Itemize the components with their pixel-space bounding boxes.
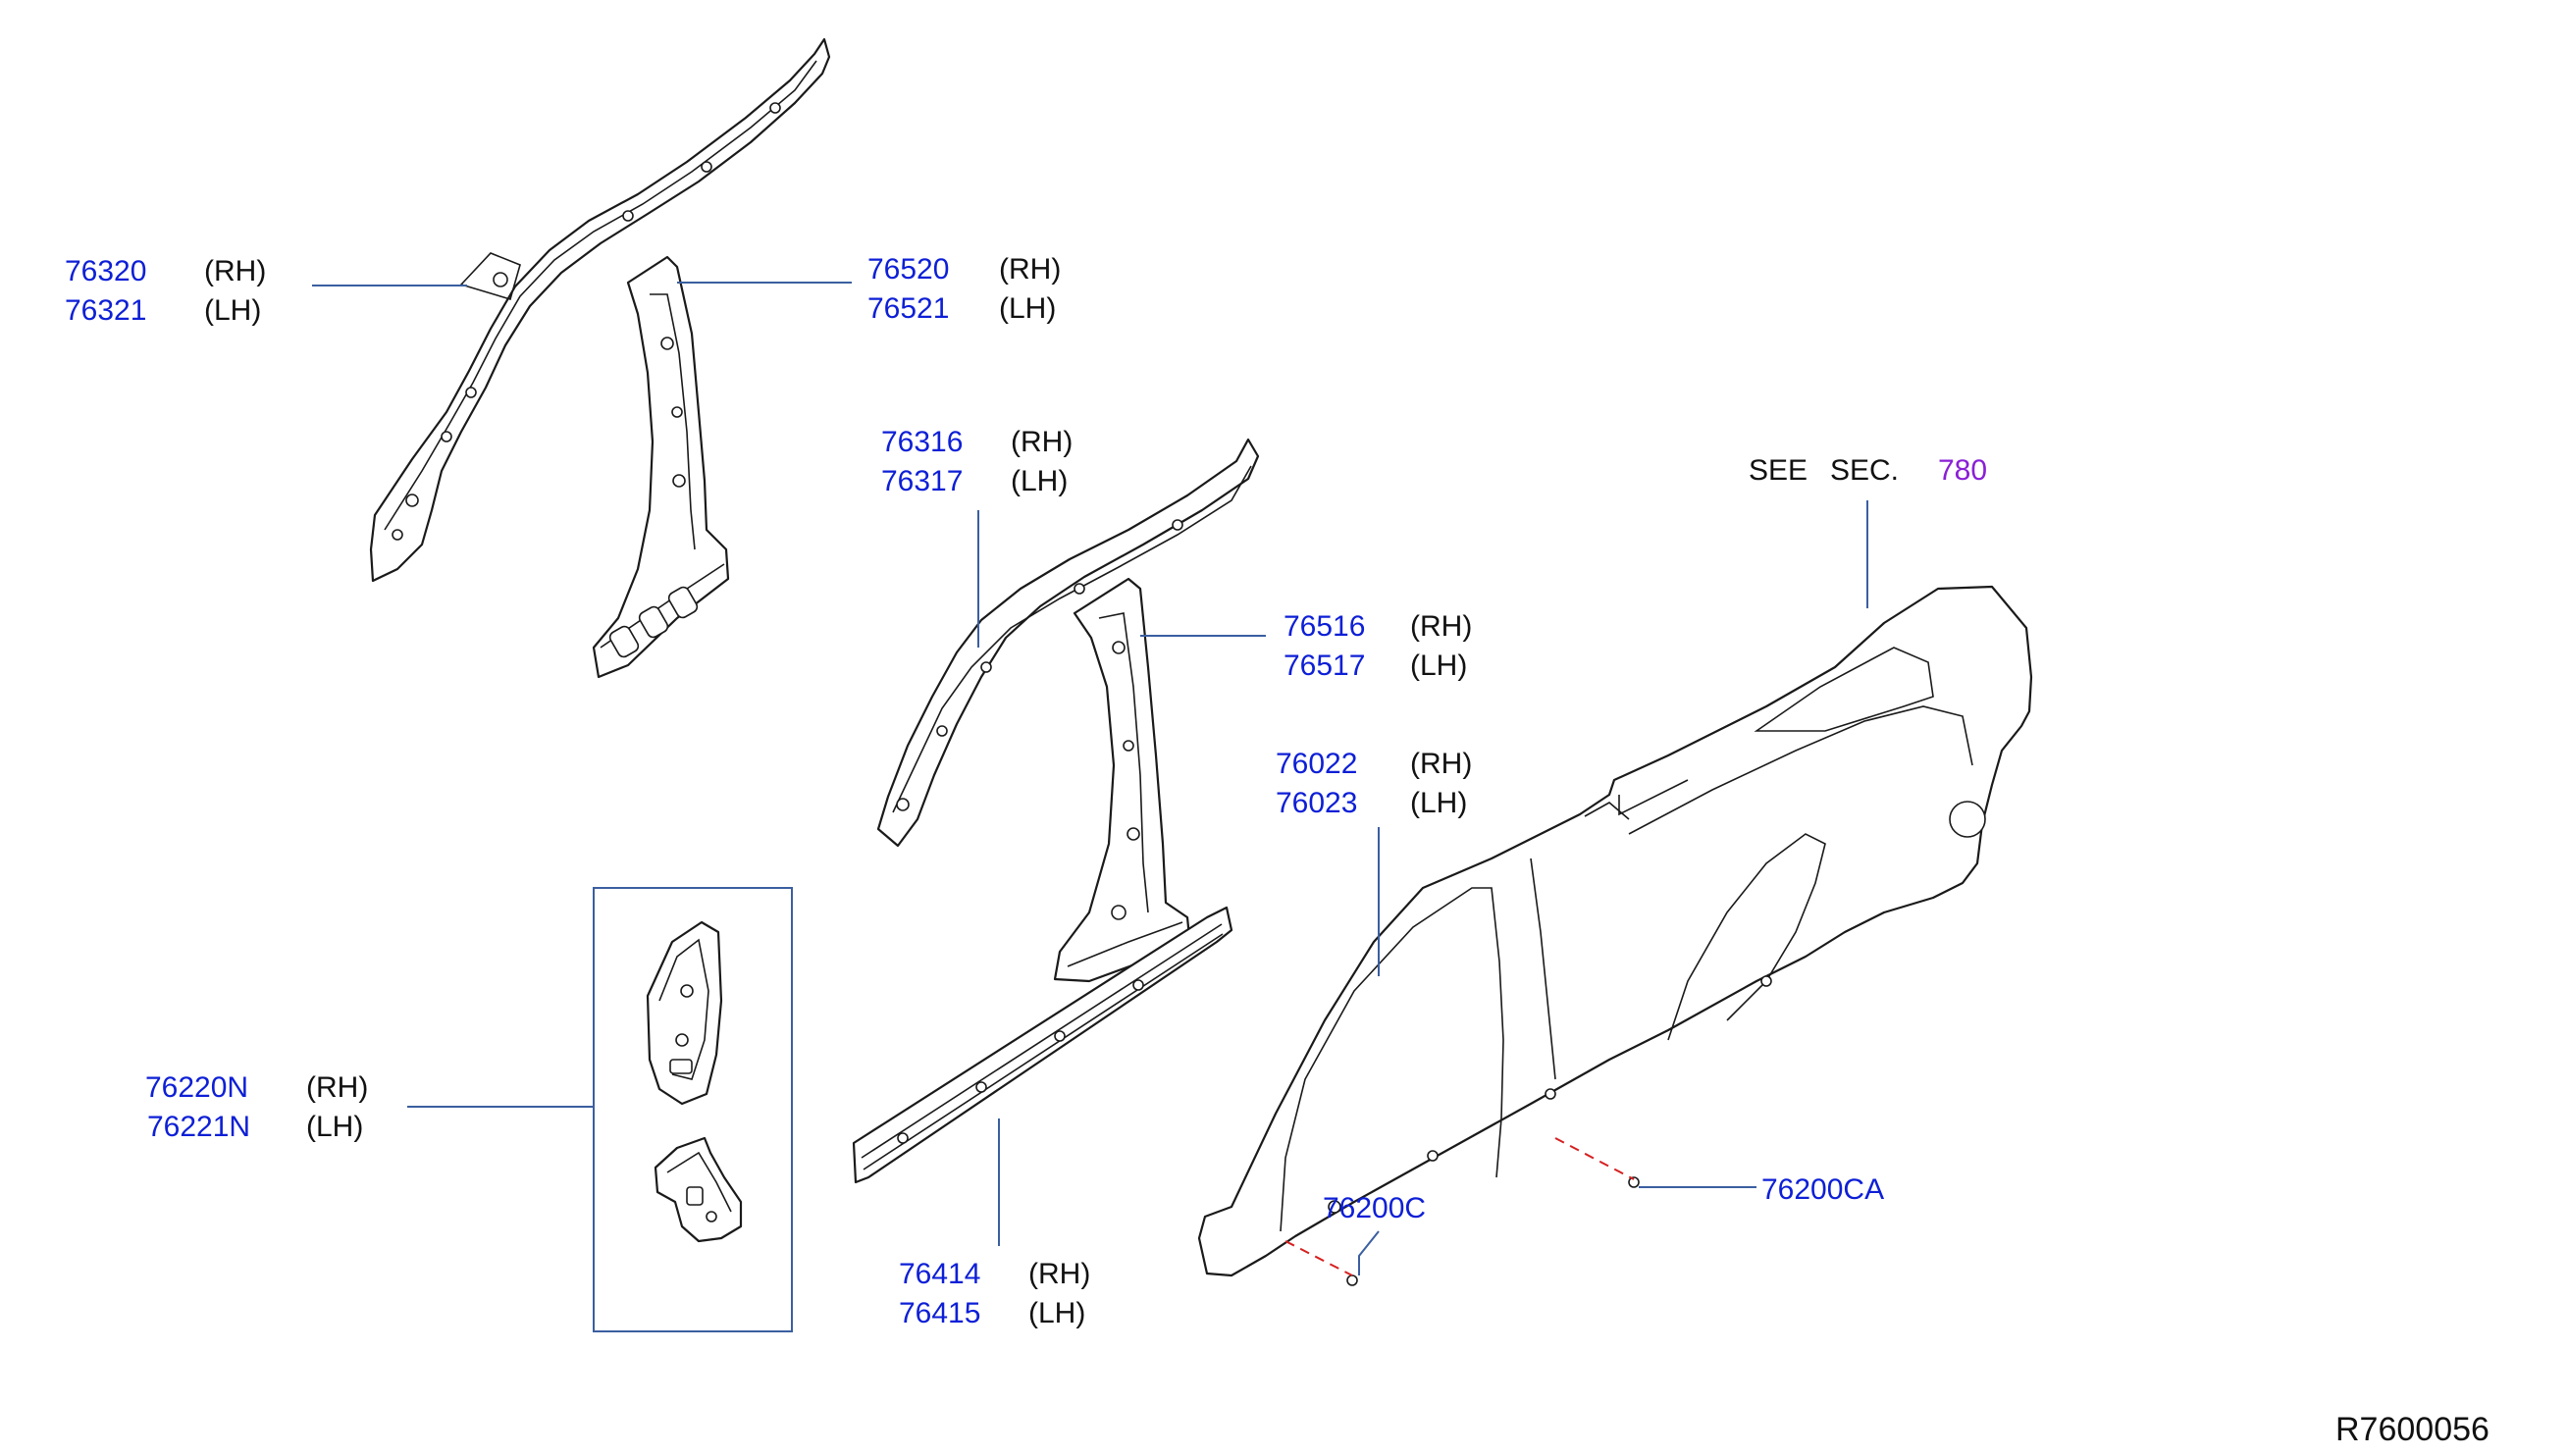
part-number-76521[interactable]: 76521: [867, 292, 949, 325]
side-label-lh: (LH): [1410, 787, 1467, 819]
side-label-lh: (LH): [204, 294, 261, 327]
part-number-76520[interactable]: 76520: [867, 253, 949, 286]
part-front-pillar-rail[interactable]: [876, 438, 1260, 848]
side-label-lh: (LH): [306, 1111, 363, 1143]
part-number-76316[interactable]: 76316: [881, 426, 963, 458]
side-label-lh: (LH): [1028, 1297, 1085, 1329]
part-sill-inner[interactable]: [852, 906, 1233, 1184]
part-roof-rail-outer[interactable]: [369, 37, 831, 583]
diagram-reference-code: R7600056: [2335, 1411, 2489, 1448]
part-number-76022[interactable]: 76022: [1276, 748, 1357, 780]
part-number-76414[interactable]: 76414: [899, 1258, 980, 1290]
side-label-rh: (RH): [204, 255, 266, 287]
part-body-side-outer[interactable]: [1197, 585, 2033, 1277]
side-label-rh: (RH): [306, 1071, 368, 1104]
side-label-rh: (RH): [1410, 610, 1472, 643]
part-number-76415[interactable]: 76415: [899, 1297, 980, 1329]
part-number-76221n[interactable]: 76221N: [147, 1111, 250, 1143]
part-number-76321[interactable]: 76321: [65, 294, 146, 327]
part-number-76023[interactable]: 76023: [1276, 787, 1357, 819]
side-label-rh: (RH): [999, 253, 1061, 286]
part-number-76317[interactable]: 76317: [881, 465, 963, 497]
part-center-pillar-reinforce[interactable]: [592, 255, 730, 679]
side-label-lh: (LH): [1011, 465, 1068, 497]
group-box-76220n: [593, 887, 793, 1332]
part-number-76516[interactable]: 76516: [1284, 610, 1365, 643]
part-fastener-76200c[interactable]: [1346, 1274, 1358, 1286]
side-label-rh: (RH): [1410, 748, 1472, 780]
part-center-pillar-inner[interactable]: [1053, 577, 1191, 983]
side-label-lh: (LH): [1410, 650, 1467, 682]
part-front-pillar-lower-bracket[interactable]: [654, 1136, 743, 1243]
part-number-76200c[interactable]: 76200C: [1323, 1192, 1426, 1224]
sec-label: SEC.: [1830, 454, 1899, 487]
side-label-rh: (RH): [1011, 426, 1073, 458]
leader-76200c: [1358, 1230, 1380, 1275]
part-front-pillar-lower-inner[interactable]: [646, 920, 723, 1106]
part-fastener-76200ca[interactable]: [1628, 1176, 1640, 1188]
section-link-780[interactable]: 780: [1938, 454, 1987, 487]
part-number-76517[interactable]: 76517: [1284, 650, 1365, 682]
side-label-lh: (LH): [999, 292, 1056, 325]
side-label-rh: (RH): [1028, 1258, 1090, 1290]
see-label: SEE: [1749, 454, 1808, 487]
hidden-line-76200c: [1284, 1240, 1353, 1276]
part-number-76200ca[interactable]: 76200CA: [1761, 1173, 1884, 1206]
part-number-76320[interactable]: 76320: [65, 255, 146, 287]
part-number-76220n[interactable]: 76220N: [145, 1071, 248, 1104]
hidden-line-76200ca: [1554, 1137, 1635, 1180]
